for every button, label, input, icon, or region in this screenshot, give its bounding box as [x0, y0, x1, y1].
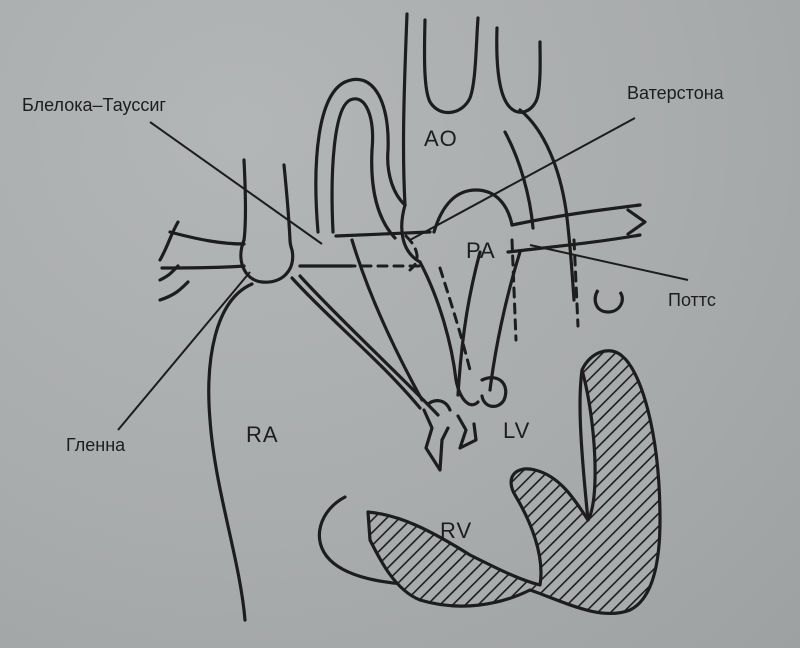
lv-septum-line [350, 238, 424, 402]
potts-shunt-left [510, 238, 518, 342]
label-ra: RA [246, 422, 279, 447]
label-blalock-taussig: Блелока–Таусcиг [22, 95, 166, 115]
svc-left-wall [242, 158, 248, 242]
pa-left-fork [626, 208, 647, 236]
svc-bulb [239, 238, 295, 284]
lv-outer [480, 376, 508, 408]
aorta-arch-inner [330, 97, 375, 234]
label-waterston: Ватерстона [627, 83, 724, 103]
aorta-arch-outer [314, 77, 407, 234]
label-potts: Поттс [668, 290, 716, 310]
left-carotid [422, 16, 480, 114]
septum-notch [593, 289, 624, 314]
glenn-leader [117, 271, 251, 431]
right-vein-bottom [160, 264, 246, 270]
pda-dashed [438, 266, 472, 372]
label-rv: RV [440, 518, 473, 543]
right-vein-fork [158, 220, 190, 302]
ventricle-myocardium [366, 349, 662, 616]
label-glenn: Гленна [66, 435, 126, 455]
potts-shunt-right [572, 238, 580, 328]
pa-right-branch-top [334, 230, 432, 238]
svc-right-wall [282, 163, 292, 242]
label-ao: AO [424, 126, 458, 151]
blalock-leader [149, 121, 323, 245]
ra-right-wall [290, 276, 422, 410]
pulmonary-dashed [404, 234, 419, 272]
ra-outline [207, 282, 254, 622]
waterston-leader [409, 117, 636, 241]
mitral-valve-left [422, 408, 450, 472]
pa-left-branch-top [510, 203, 642, 227]
lv-wall [418, 260, 480, 407]
left-subclavian [495, 26, 542, 114]
brachiocephalic-trunk [401, 12, 409, 207]
descending-aorta-outer [518, 108, 576, 302]
label-pa: PA [466, 238, 496, 263]
septum-inner [578, 369, 590, 521]
lv-valve-top [426, 399, 452, 412]
ascending-aorta [370, 148, 397, 240]
label-lv: LV [503, 418, 531, 443]
potts-leader [529, 244, 689, 281]
pa-left-branch-bottom [506, 233, 642, 254]
pa-stem-left [456, 250, 482, 397]
right-vein-top [168, 230, 246, 246]
pa-trunk-top [432, 188, 514, 234]
aorta-left-wall [400, 203, 422, 264]
mitral-valve-right [456, 414, 478, 450]
